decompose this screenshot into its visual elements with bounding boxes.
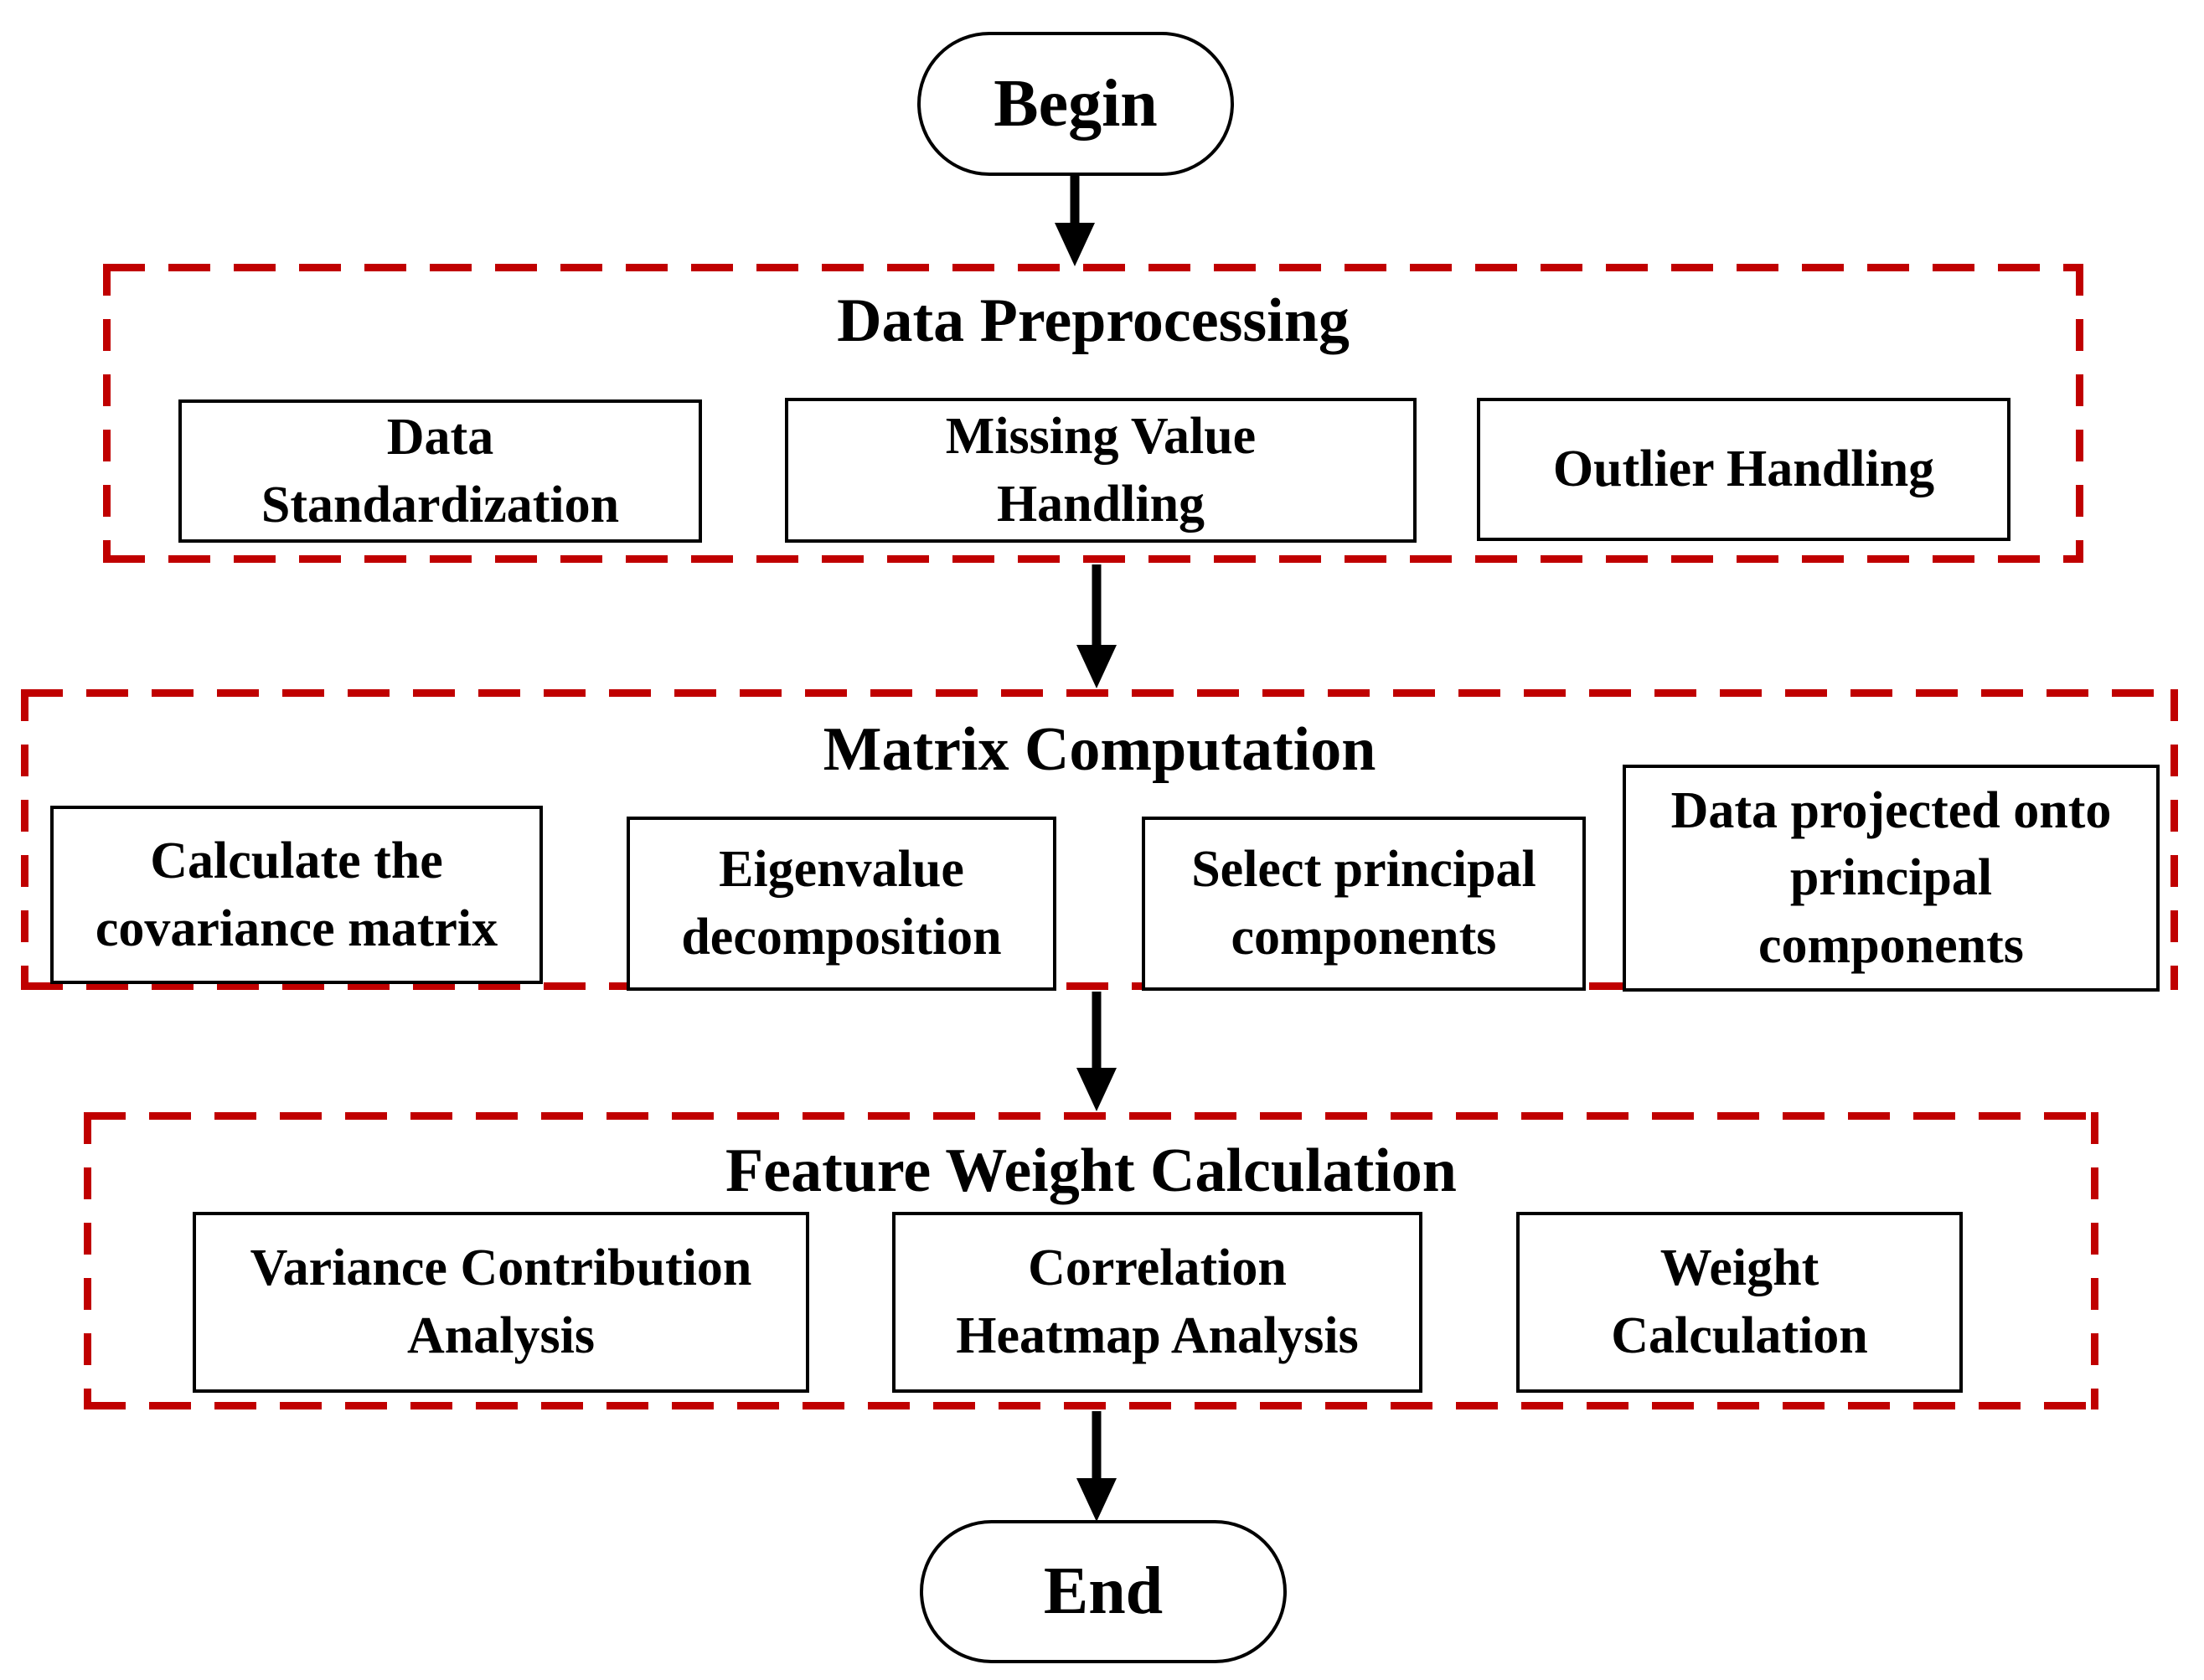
arrow-stem (1092, 992, 1102, 1073)
step-label: Missing Value Handling (945, 407, 1257, 533)
section-title: Data Preprocessing (837, 286, 1350, 355)
end-node: End (920, 1520, 1287, 1663)
step-label: Data Standardization (261, 408, 620, 533)
section-title: Matrix Computation (823, 715, 1376, 784)
step-label: Variance Contribution Analysis (250, 1239, 752, 1364)
step-data-standardization: Data Standardization (178, 399, 702, 543)
begin-label: Begin (994, 66, 1158, 141)
arrow-stem (1070, 173, 1080, 228)
flow-arrow-feature-weight-to-end (1076, 1411, 1117, 1522)
arrow-stem (1092, 564, 1102, 650)
step-variance-contribution-analysis: Variance Contribution Analysis (193, 1212, 809, 1393)
arrow-head-icon (1055, 223, 1095, 266)
step-label: Correlation Heatmap Analysis (956, 1239, 1359, 1364)
section-matrix-computation: Matrix Computation Calculate the covaria… (21, 689, 2178, 992)
step-correlation-heatmap-analysis: Correlation Heatmap Analysis (892, 1212, 1422, 1393)
step-weight-calculation: Weight Calculation (1516, 1212, 1963, 1393)
step-outlier-handling: Outlier Handling (1477, 398, 2010, 541)
begin-node: Begin (917, 32, 1234, 176)
step-data-projected-onto-principal-components: Data projected onto principal components (1623, 765, 2160, 992)
arrow-head-icon (1076, 1068, 1117, 1111)
end-label: End (1043, 1554, 1164, 1628)
step-calculate-covariance-matrix: Calculate the covariance matrix (50, 806, 543, 984)
step-label: Calculate the covariance matrix (95, 832, 498, 957)
flow-arrow-matrix-to-feature-weight (1076, 992, 1117, 1111)
step-label: Data projected onto principal components (1670, 781, 2112, 974)
section-feature-weight-calculation: Feature Weight Calculation Variance Cont… (84, 1112, 2098, 1409)
flow-arrow-begin-to-preprocessing (1055, 173, 1095, 266)
arrow-head-icon (1076, 1478, 1117, 1522)
section-data-preprocessing: Data Preprocessing Data Standardization … (103, 264, 2083, 563)
step-label: Outlier Handling (1552, 441, 1935, 498)
step-missing-value-handling: Missing Value Handling (785, 398, 1417, 543)
step-label: Eigenvalue decomposition (681, 841, 1002, 966)
step-select-principal-components: Select principal components (1142, 817, 1586, 991)
section-title: Feature Weight Calculation (725, 1136, 1457, 1205)
step-label: Weight Calculation (1611, 1239, 1868, 1364)
step-eigenvalue-decomposition: Eigenvalue decomposition (627, 817, 1056, 991)
flow-arrow-preprocessing-to-matrix (1076, 564, 1117, 688)
arrow-head-icon (1076, 645, 1117, 688)
arrow-stem (1092, 1411, 1102, 1483)
step-label: Select principal components (1191, 841, 1536, 966)
